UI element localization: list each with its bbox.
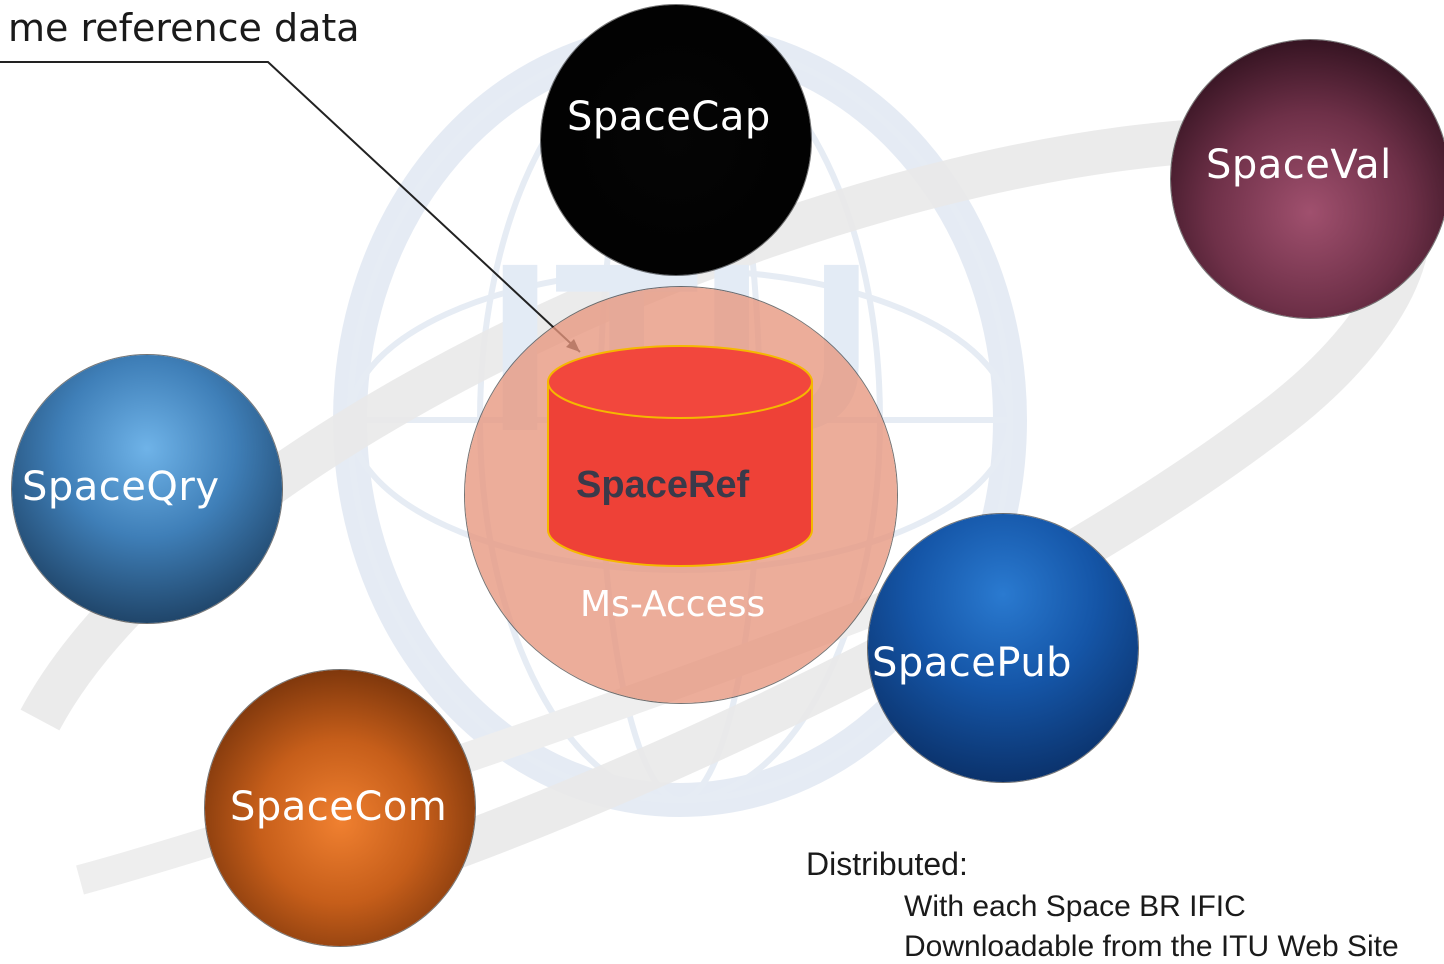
spacepub-label: SpacePub [872, 640, 1073, 686]
spacecap-label: SpaceCap [567, 94, 771, 140]
spaceref-label: SpaceRef [576, 464, 750, 506]
callout-text: me reference data [8, 6, 360, 50]
msaccess-label: Ms-Access [580, 584, 766, 625]
spacecom-label: SpaceCom [230, 784, 448, 830]
spacepub-node [868, 514, 1138, 782]
spaceqry-node [12, 355, 282, 623]
spaceval-node [1171, 40, 1444, 318]
distribution-item: With each Space BR IFIC [904, 890, 1246, 923]
spacecap-node [541, 5, 811, 275]
spaceval-label: SpaceVal [1206, 142, 1392, 188]
spaceqry-label: SpaceQry [22, 464, 220, 510]
distribution-heading: Distributed: [806, 846, 968, 882]
spacecom-node [205, 670, 475, 946]
database-cylinder [547, 345, 813, 567]
distribution-item: Downloadable from the ITU Web Site [904, 930, 1399, 963]
